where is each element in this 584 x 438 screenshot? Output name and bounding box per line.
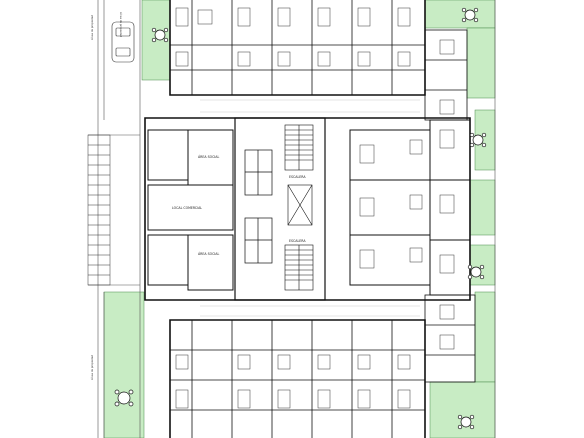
car-icon bbox=[111, 21, 135, 63]
room-label-core-top: ESCALERA bbox=[289, 175, 306, 179]
site-lines bbox=[88, 0, 496, 438]
landscape-areas bbox=[103, 0, 496, 438]
street-label-top: Línea de propiedad bbox=[119, 12, 123, 37]
green-area-right-3 bbox=[469, 179, 496, 236]
room-label-core-bottom: ESCALERA bbox=[289, 239, 306, 243]
green-area-bottom-left bbox=[103, 291, 145, 438]
stair-core-bottom bbox=[284, 244, 314, 291]
room-label-social-top: ÁREA SOCIAL bbox=[198, 154, 219, 159]
stair-core-top bbox=[284, 124, 314, 171]
right-wing-units bbox=[424, 29, 476, 383]
green-area-top-right bbox=[424, 0, 496, 29]
street-label-left-top: Línea de propiedad bbox=[90, 15, 94, 40]
building-walls bbox=[144, 0, 471, 438]
top-wing-units bbox=[170, 0, 425, 95]
green-area-right-1 bbox=[466, 27, 496, 99]
garden-table-icons bbox=[114, 7, 487, 430]
bottom-wing-units bbox=[170, 320, 425, 438]
corridor bbox=[200, 99, 420, 317]
furniture bbox=[175, 7, 455, 409]
elevator-shaft bbox=[287, 184, 313, 226]
room-label-social-bottom: ÁREA SOCIAL bbox=[198, 251, 219, 256]
green-area-right-5 bbox=[474, 291, 496, 383]
street-label-left-bottom: Línea de propiedad bbox=[90, 355, 94, 380]
green-area-bottom-right bbox=[429, 381, 496, 438]
room-label-commercial: LOCAL COMERCIAL bbox=[172, 206, 202, 210]
entrance-stairs bbox=[87, 134, 111, 286]
hall-windows bbox=[244, 149, 273, 264]
